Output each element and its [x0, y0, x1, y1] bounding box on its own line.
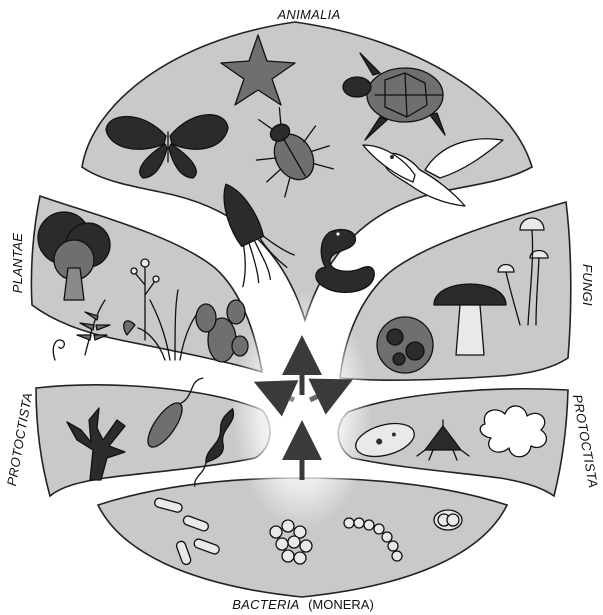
label-plantae: PLANTAE: [10, 233, 25, 293]
label-protoctista-right: PROTOCTISTA: [570, 393, 601, 489]
label-bacteria: BACTERIA (MONERA): [232, 596, 374, 613]
label-bacteria-main: BACTERIA: [232, 597, 299, 612]
label-protoctista-left: PROTOCTISTA: [4, 391, 35, 487]
label-bacteria-alt: (MONERA): [308, 597, 374, 612]
label-animalia: ANIMALIA: [276, 7, 340, 22]
lichen-icon: [377, 317, 433, 373]
diplococcus-icon: [434, 510, 462, 530]
snake-icon: [316, 230, 374, 293]
central-glow: [232, 290, 372, 530]
label-fungi: FUNGI: [580, 264, 595, 306]
